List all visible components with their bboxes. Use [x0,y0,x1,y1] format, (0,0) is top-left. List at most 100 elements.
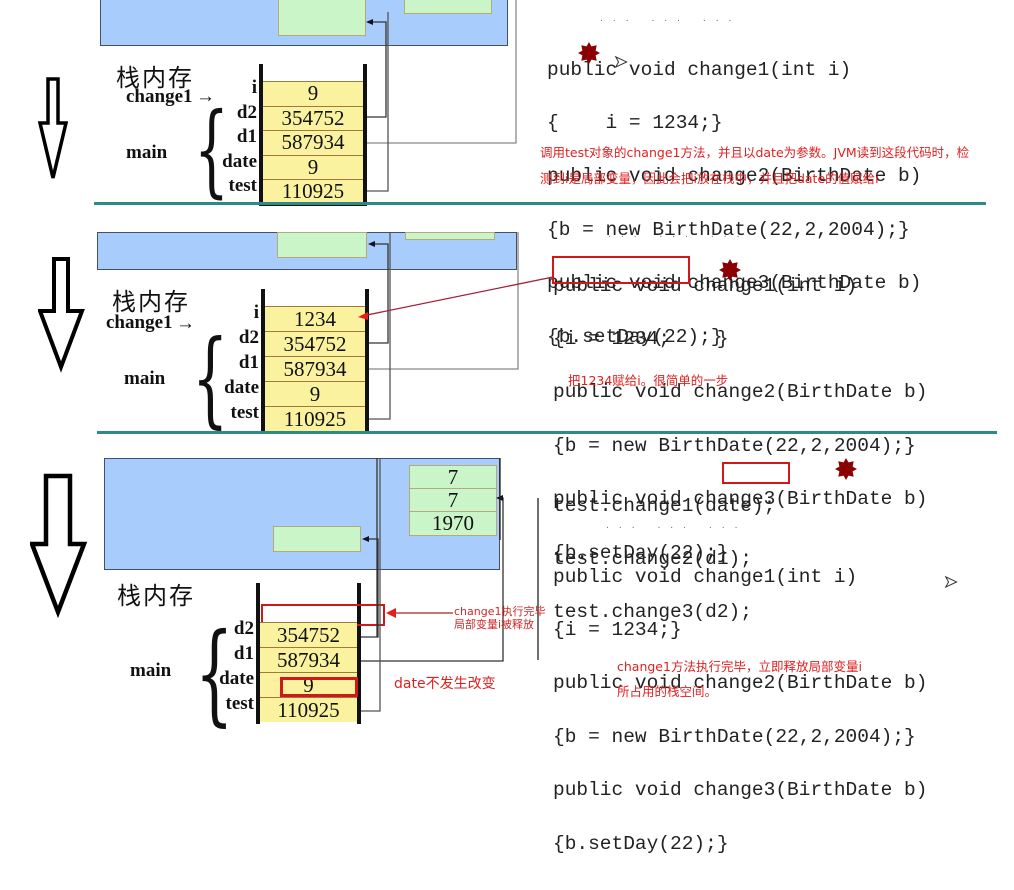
code-line: public void change1(int i) [553,274,858,297]
code-line: {b.setDay(22);} [547,325,723,348]
code-line: {b = new BirthDate(22,2,2004);} [553,434,916,457]
stack-wall-left [256,583,260,724]
heap-object-box [278,0,366,36]
main-brace: { [194,91,229,208]
stack-wall-left [261,289,265,434]
date-unchanged-note: date不发生改变 [394,676,496,692]
call-line: test.change3(d2); [553,601,752,624]
execution-marker-icon [835,458,857,480]
stack-cell-d2: 354752 [260,622,357,647]
frame-label-main: main [124,368,166,389]
stack-var-label: date [219,668,254,689]
stack-title: 栈内存 [112,288,190,316]
stack-var-label: i [253,302,259,323]
code-line: public void change2(BirthDate b) [553,672,928,695]
heap-object-box [405,232,495,240]
frame-pointer-arrow-icon: → [196,86,215,107]
code-block: public void change1(int i) { i = 1234;} … [547,26,921,382]
stack-cell-d2: 354752 [265,331,365,356]
stack-var-label: d1 [233,643,254,664]
stack-cell-d1: 587934 [260,647,357,672]
heap-object-box [404,0,492,14]
stack-var-label: date [224,377,259,398]
heap-object-box [273,526,361,552]
down-arrow-icon [38,77,68,179]
stack-cell-test: 110925 [263,179,363,204]
heap-field: 1970 [432,511,474,535]
down-arrow-icon [38,257,85,373]
code-line: public void change1(int i) [547,58,852,81]
date-arg-highlight [722,462,790,484]
stack-cell-date: 9 [263,154,363,179]
main-brace: { [192,317,229,439]
stack-wall-right [357,583,361,724]
code-block: public void change1(int i) {i = 1234; } … [553,242,927,598]
explanation-note: 调用test对象的change1方法，并且以date为参数。JVM读到这段代码时… [540,145,970,186]
code-line: public void change2(BirthDate b) [553,381,928,404]
call-line: test.change1(date); [553,494,776,517]
main-brace: { [195,609,234,737]
stack-var-label: d2 [236,101,257,123]
code-line: public void change2(BirthDate b) [547,165,922,188]
reference-lines [361,458,539,712]
stack-var-label: d2 [233,618,254,639]
code-line: public void change3(BirthDate b) [553,779,928,802]
code-ellipsis: ... ... ... [608,230,750,240]
stack-cell-date: 9 [265,381,365,406]
stack-cell-i: 9 [263,81,363,106]
code-ellipsis: ... ... ... [600,14,742,24]
stack-var-label: test [225,693,254,714]
call-line: test.change2(d1); [553,547,752,570]
down-arrow-icon [30,473,88,619]
code-line: {i = 1234; } [553,327,729,350]
code-line: {b.setDay(22);} [553,541,729,564]
heap-object-box [277,232,367,258]
stack-cell-test: 110925 [260,697,357,722]
stack-var-label: d2 [238,327,259,348]
code-block: public void change1(int i) {i = 1234;} p… [553,533,927,889]
code-line: {i = 1234;} [553,618,682,641]
mouse-cursor-icon: ➤ [613,54,628,72]
stack-title: 栈内存 [116,64,194,92]
frame-label-change1: change1 [126,86,193,107]
stack-wall-right [363,64,367,206]
code-line: { i = 1234;} [547,111,723,134]
execution-marker-icon [578,42,600,64]
code-line: public void change1(int i) [553,565,858,588]
release-note: change1执行完毕 局部变量i被释放 [454,605,546,631]
stack-cell-d1: 587934 [265,356,365,381]
stack-var-label: test [230,402,259,423]
explanation-note: change1方法执行完毕，立即释放局部变量i 所占用的栈空间。 [617,659,862,699]
stack-var-label: d1 [236,126,257,147]
frame-pointer-arrow-icon: → [176,313,195,334]
stack-var-label: i [251,77,257,98]
highlight-box [552,256,690,284]
reference-lines [358,232,554,420]
frame-label-change1: change1 [106,312,173,333]
frame-label-main: main [130,660,172,681]
stack-var-label: d1 [238,352,259,373]
heap-field: 7 [410,489,496,512]
heap-birthdate-object: 7 7 1970 [409,465,497,536]
stack-title: 栈内存 [117,582,195,610]
mouse-cursor-icon: ➤ [943,574,958,592]
heap-field: 7 [410,466,496,489]
call-block: test.change1(date); test.change2(d1); te… [553,462,775,658]
reference-lines [366,0,517,192]
code-line: {b.setDay(22);} [553,832,729,855]
code-line: public void change3(BirthDate b) [553,488,928,511]
code-line: {b = new BirthDate(22,2,2004);} [553,725,916,748]
panel-divider [94,202,986,205]
stack-cell-d1: 587934 [263,130,363,155]
stack-var-label: test [228,175,257,196]
stack-cell-i: 1234 [265,306,365,331]
stack-cell-test: 110925 [265,406,365,431]
code-line: {b = new BirthDate(22,2,2004);} [547,218,910,241]
stack-wall-left [259,64,263,206]
date-highlight-box [280,677,358,697]
panel-divider [97,431,997,434]
execution-marker-icon [719,259,741,281]
stack-cell-d2: 354752 [263,105,363,130]
stack-wall-right [365,289,369,434]
stack-cell-date: 9 [260,672,357,697]
